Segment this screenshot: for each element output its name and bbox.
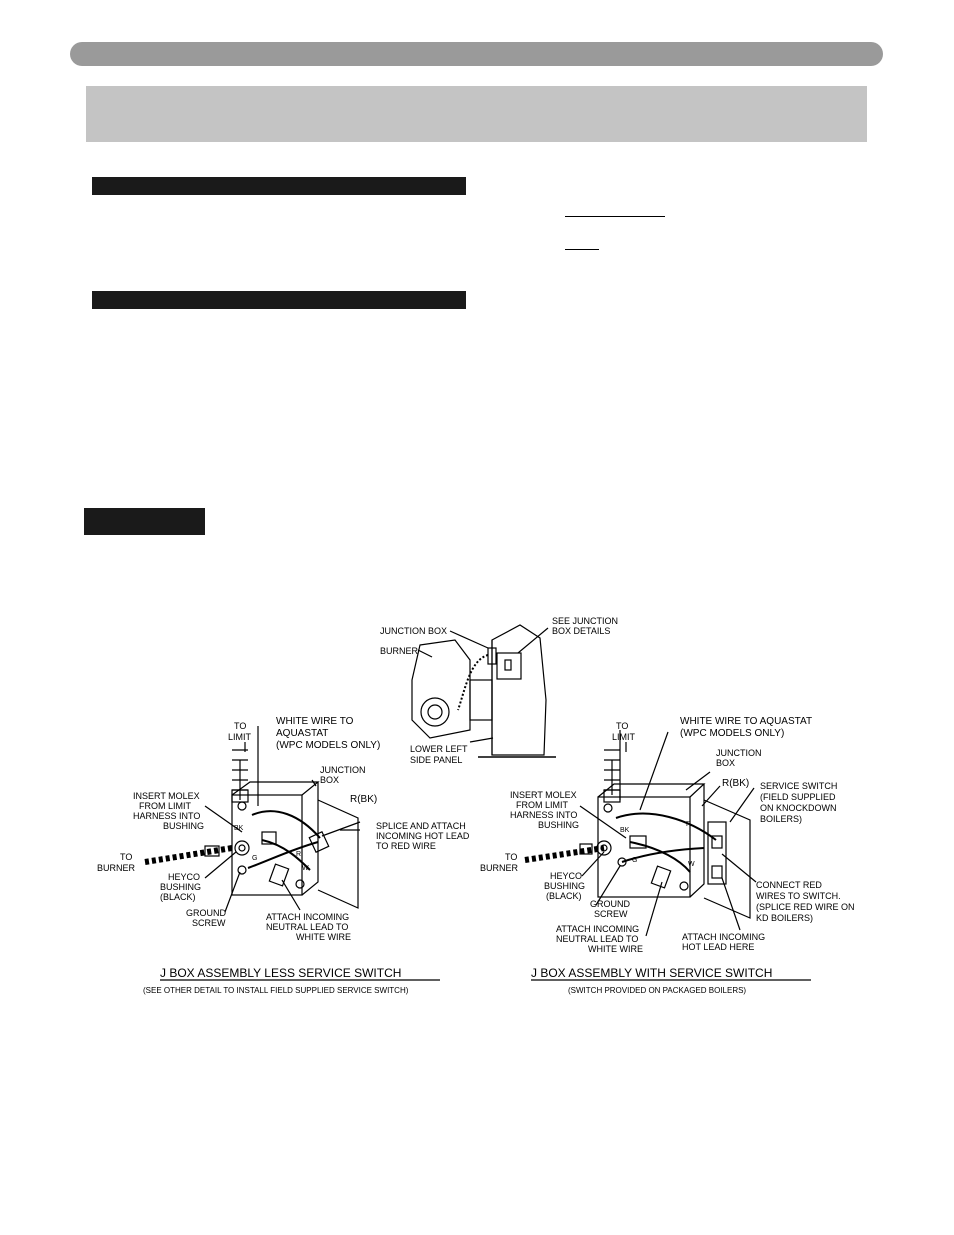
left-wire-w: W — [302, 865, 309, 872]
note-tab — [84, 508, 205, 535]
overview-see-details-label-2: BOX DETAILS — [552, 626, 610, 636]
right-attach-neutral-3: WHITE WIRE — [588, 944, 643, 954]
right-heyco-3: (BLACK) — [546, 891, 582, 901]
right-insert-molex-1: INSERT MOLEX — [510, 790, 577, 800]
right-to-limit-2: LIMIT — [612, 732, 636, 742]
right-attach-neutral-2: NEUTRAL LEAD TO — [556, 934, 638, 944]
left-to-limit-2: LIMIT — [228, 732, 252, 742]
left-ground-screw-2: SCREW — [192, 918, 226, 928]
right-insert-molex-3: HARNESS INTO — [510, 810, 577, 820]
left-subcaption: (SEE OTHER DETAIL TO INSTALL FIELD SUPPL… — [143, 986, 409, 995]
left-attach-neutral-3: WHITE WIRE — [296, 932, 351, 942]
left-heyco-3: (BLACK) — [160, 892, 196, 902]
left-junction-box — [144, 726, 361, 913]
right-connect-red-3: (SPLICE RED WIRE ON — [756, 902, 855, 912]
left-attach-neutral-2: NEUTRAL LEAD TO — [266, 922, 348, 932]
overview-panel-label-2: SIDE PANEL — [410, 755, 462, 765]
left-splice-1: SPLICE AND ATTACH — [376, 821, 466, 831]
right-white-wire-1: WHITE WIRE TO AQUASTAT — [680, 716, 812, 727]
right-service-switch-4: BOILERS) — [760, 814, 802, 824]
right-wire-w: W — [688, 861, 695, 868]
right-r-bk: R(BK) — [722, 778, 749, 789]
right-junction-box — [524, 730, 757, 937]
right-service-switch-1: SERVICE SWITCH — [760, 781, 837, 791]
left-insert-molex-4: BUSHING — [163, 821, 204, 831]
right-white-wire-2: (WPC MODELS ONLY) — [680, 728, 784, 739]
right-wire-r: R — [686, 821, 691, 828]
right-connect-red-4: KD BOILERS) — [756, 913, 813, 923]
left-to-burner-2: BURNER — [97, 863, 136, 873]
overview-sketch — [411, 624, 556, 758]
left-white-wire-3: (WPC MODELS ONLY) — [276, 740, 380, 751]
right-caption: J BOX ASSEMBLY WITH SERVICE SWITCH — [531, 966, 772, 980]
underline-rule-1 — [565, 216, 665, 217]
right-to-burner-2: BURNER — [480, 863, 519, 873]
left-white-wire-1: WHITE WIRE TO — [276, 716, 354, 727]
left-heyco-2: BUSHING — [160, 882, 201, 892]
right-insert-molex-4: BUSHING — [538, 820, 579, 830]
left-to-limit-1: TO — [234, 721, 246, 731]
left-r-bk: R(BK) — [350, 794, 377, 805]
left-wire-bk: BK — [234, 825, 244, 832]
header-bar — [70, 42, 883, 66]
right-heyco-1: HEYCO — [550, 871, 582, 881]
left-attach-neutral-1: ATTACH INCOMING — [266, 912, 349, 922]
left-insert-molex-3: HARNESS INTO — [133, 811, 200, 821]
left-wire-g: G — [252, 855, 257, 862]
left-caption: J BOX ASSEMBLY LESS SERVICE SWITCH — [160, 966, 401, 980]
diagram-labels: JUNCTION BOX SEE JUNCTION BOX DETAILS BU… — [97, 616, 855, 995]
right-wire-bk: BK — [620, 827, 630, 834]
left-splice-2: INCOMING HOT LEAD — [376, 831, 470, 841]
right-insert-molex-2: FROM LIMIT — [516, 800, 568, 810]
right-wire-g: G — [632, 857, 637, 864]
right-subcaption: (SWITCH PROVIDED ON PACKAGED BOILERS) — [568, 986, 746, 995]
left-ground-screw-1: GROUND — [186, 908, 226, 918]
section-heading-bar-2 — [92, 291, 466, 309]
section-heading-bar-1 — [92, 177, 466, 195]
left-wire-r: R — [296, 851, 301, 858]
right-to-burner-1: TO — [505, 852, 517, 862]
overview-junction-box-label: JUNCTION BOX — [380, 626, 447, 636]
left-white-wire-2: AQUASTAT — [276, 728, 328, 739]
right-attach-neutral-1: ATTACH INCOMING — [556, 924, 639, 934]
left-insert-molex-1: INSERT MOLEX — [133, 791, 200, 801]
right-service-switch-2: (FIELD SUPPLIED — [760, 792, 836, 802]
right-ground-screw-2: SCREW — [594, 909, 628, 919]
right-junction-box-1: JUNCTION — [716, 748, 762, 758]
right-to-limit-1: TO — [616, 721, 628, 731]
left-junction-box-1: JUNCTION — [320, 765, 366, 775]
left-insert-molex-2: FROM LIMIT — [139, 801, 191, 811]
right-connect-red-2: WIRES TO SWITCH. — [756, 891, 841, 901]
overview-see-details-label-1: SEE JUNCTION — [552, 616, 618, 626]
right-attach-hot-1: ATTACH INCOMING — [682, 932, 765, 942]
right-service-switch-3: ON KNOCKDOWN — [760, 803, 837, 813]
right-junction-box-2: BOX — [716, 758, 735, 768]
overview-burner-label: BURNER — [380, 646, 419, 656]
right-connect-red-1: CONNECT RED — [756, 880, 822, 890]
left-heyco-1: HEYCO — [168, 872, 200, 882]
right-ground-screw-1: GROUND — [590, 899, 630, 909]
overview-panel-label-1: LOWER LEFT — [410, 744, 468, 754]
right-heyco-2: BUSHING — [544, 881, 585, 891]
title-band — [86, 86, 867, 142]
left-junction-box-2: BOX — [320, 775, 339, 785]
underline-rule-2 — [565, 249, 599, 250]
right-attach-hot-2: HOT LEAD HERE — [682, 942, 754, 952]
left-splice-3: TO RED WIRE — [376, 841, 436, 851]
wiring-diagram: JUNCTION BOX SEE JUNCTION BOX DETAILS BU… — [97, 616, 855, 995]
left-to-burner-1: TO — [120, 852, 132, 862]
